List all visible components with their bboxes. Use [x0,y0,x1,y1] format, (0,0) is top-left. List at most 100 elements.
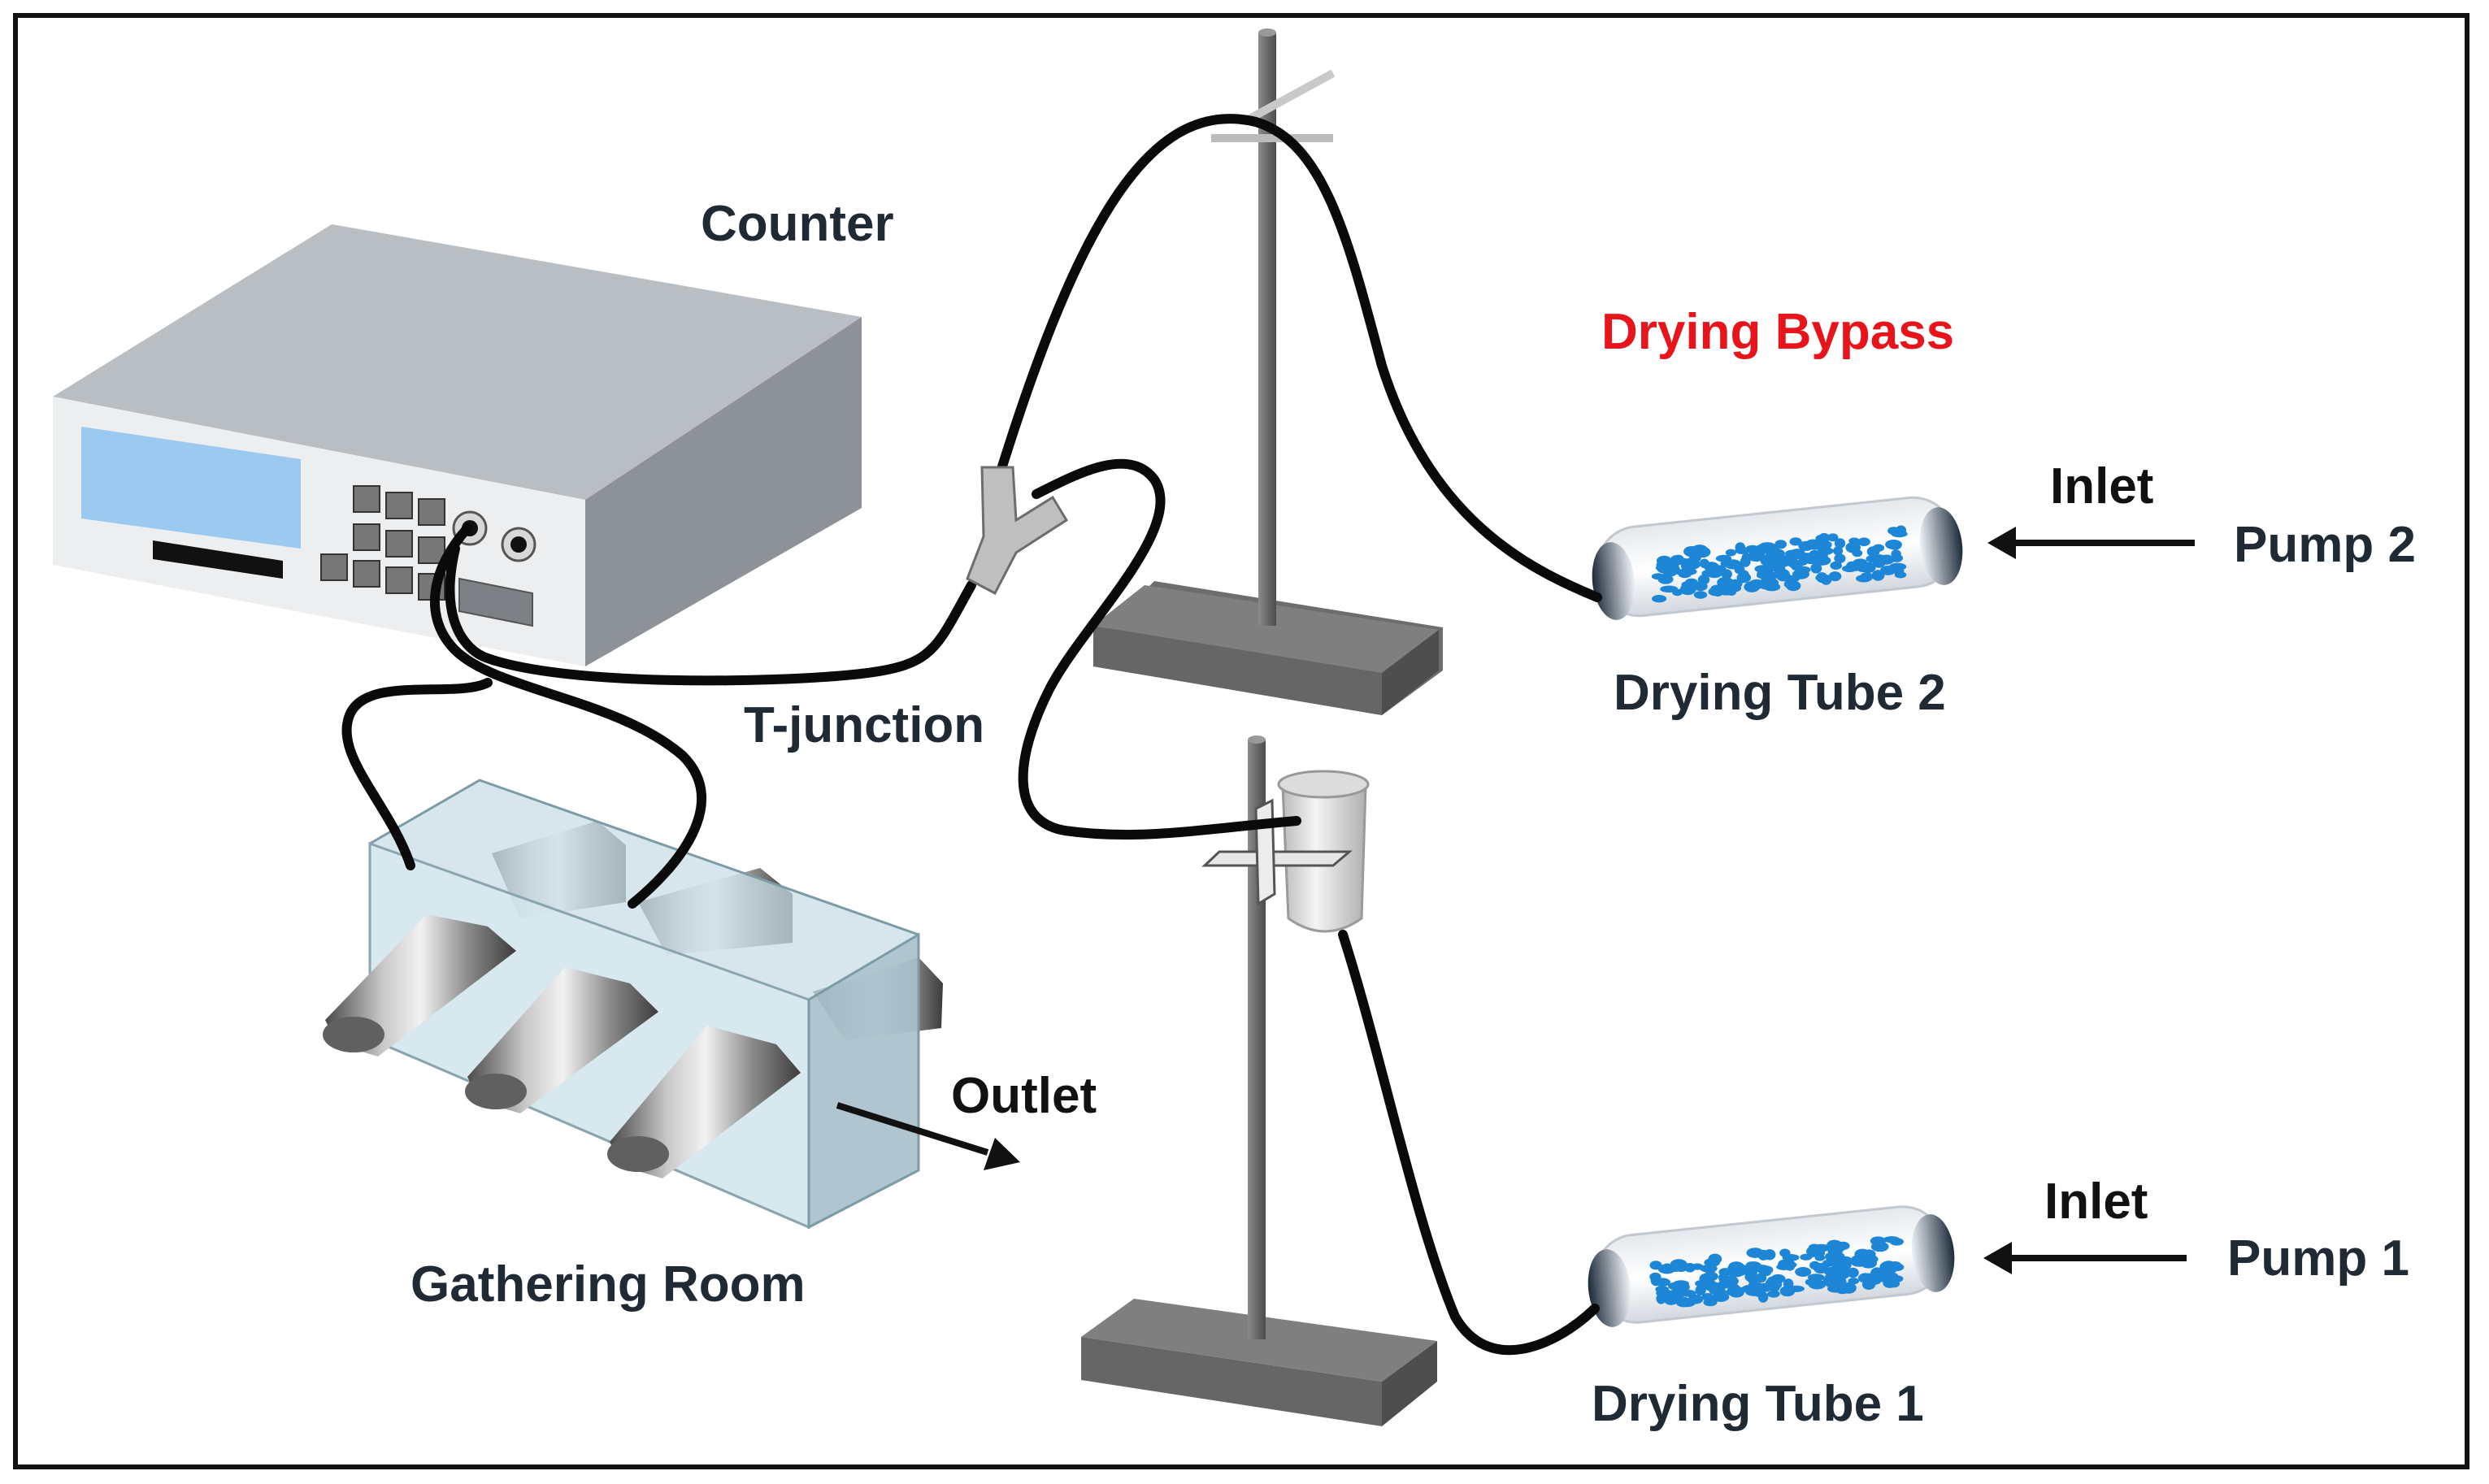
desiccant-bead [1836,1276,1847,1288]
desiccant-bead [1718,1279,1731,1289]
desiccant-bead [1829,1261,1844,1268]
counter-label: Counter [701,196,894,252]
desiccant-bead [1705,1265,1716,1276]
desiccant-bead [1889,1238,1904,1246]
desiccant-bead [1885,540,1902,549]
desiccant-bead [1684,1263,1696,1273]
desiccant-beads-1 [1649,1236,1905,1308]
desiccant-bead [1685,559,1701,570]
desiccant-bead [1734,564,1745,575]
inlet-arrow-bottom [1983,1242,2187,1274]
desiccant-bead [1735,547,1751,554]
desiccant-bead [1657,565,1672,574]
desiccant-bead [1827,1285,1845,1293]
desiccant-bead [1891,530,1908,538]
desiccant-bead [1795,1267,1812,1277]
desiccant-beads-2 [1651,525,1908,603]
desiccant-bead [1655,1286,1669,1293]
tube-junction-to-counter [445,544,976,686]
t-junction [966,466,1069,596]
desiccant-bead [1850,1255,1866,1267]
desiccant-bead [1714,566,1725,574]
drying-bypass-label: Drying Bypass [1601,304,1955,360]
desiccant-bead [1677,1282,1690,1292]
desiccant-bead [1656,1293,1666,1304]
inlet-label-bottom: Inlet [2044,1174,2148,1230]
desiccant-bead [1817,547,1834,555]
desiccant-bead [1784,1261,1796,1271]
desiccant-bead [1699,558,1709,569]
counter-display [81,427,301,549]
desiccant-bead [1776,571,1791,582]
desiccant-bead [1699,1274,1711,1285]
desiccant-bead [1749,553,1765,560]
pump-1-label: Pump 1 [2227,1230,2409,1287]
desiccant-bead [1842,565,1857,573]
desiccant-bead [1834,553,1846,564]
desiccant-bead [1820,575,1832,585]
desiccant-bead [1833,546,1844,556]
desiccant-bead [1807,553,1824,561]
desiccant-bead [1741,553,1754,561]
desiccant-bead [1857,1273,1874,1283]
desiccant-bead [1688,1294,1704,1304]
desiccant-bead [1782,1254,1800,1261]
desiccant-bead [1763,1249,1776,1261]
desiccant-bead [1657,574,1674,584]
desiccant-bead [1890,553,1903,562]
desiccant-bead [1693,581,1708,592]
desiccant-bead [1866,555,1879,563]
desiccant-bead [1792,569,1809,579]
desiccant-bead [1661,1263,1674,1274]
t-junction-label: T-junction [744,697,985,753]
desiccant-bead [1676,1299,1692,1308]
desiccant-bead [1875,1271,1892,1282]
desiccant-bead [1806,540,1824,550]
desiccant-bead [1789,549,1806,559]
figure-border [13,13,2469,1469]
desiccant-bead [1767,563,1783,571]
desiccant-bead [1767,1290,1780,1298]
desiccant-bead [1789,537,1802,546]
desiccant-bead [1765,1278,1776,1290]
desiccant-bead [1857,562,1874,573]
desiccant-bead [1754,544,1770,554]
desiccant-bead [1818,532,1831,543]
desiccant-bead [1783,579,1795,588]
desiccant-bead [1828,571,1842,582]
desiccant-bead [1693,591,1708,599]
counter-slot [153,540,283,579]
tube-loop-to-gathering-room [341,678,493,870]
desiccant-bead [1860,572,1874,582]
desiccant-bead [1776,555,1793,566]
desiccant-bead [1708,1253,1722,1265]
desiccant-bead [1845,541,1861,553]
desiccant-bead [1757,1266,1771,1275]
counter-keypad [320,485,445,601]
desiccant-bead [1894,571,1907,579]
desiccant-bead [1881,1261,1896,1271]
desiccant-bead [1730,1287,1744,1295]
desiccant-bead [1738,1265,1753,1275]
desiccant-bead [1805,1278,1816,1286]
pump-2-label: Pump 2 [2234,517,2416,573]
desiccant-bead [1660,585,1679,593]
drying-tube-2 [1592,496,1963,620]
tube-junction-to-beaker [1018,458,1301,840]
desiccant-bead [1736,572,1752,584]
inlet-label-top: Inlet [2050,458,2154,514]
desiccant-bead [1822,1277,1835,1285]
desiccant-bead [1649,1261,1662,1270]
desiccant-bead [1814,1263,1829,1274]
drying-tube-1-label: Drying Tube 1 [1592,1376,1924,1432]
gathering-room-label: Gathering Room [410,1256,806,1313]
counter-device [53,224,862,666]
tubing [341,114,1602,1356]
desiccant-bead [1649,1272,1662,1282]
desiccant-bead [1765,550,1782,558]
desiccant-bead [1848,1278,1860,1285]
desiccant-bead [1870,1241,1889,1252]
desiccant-bead [1652,595,1667,603]
desiccant-bead [1718,1268,1732,1277]
